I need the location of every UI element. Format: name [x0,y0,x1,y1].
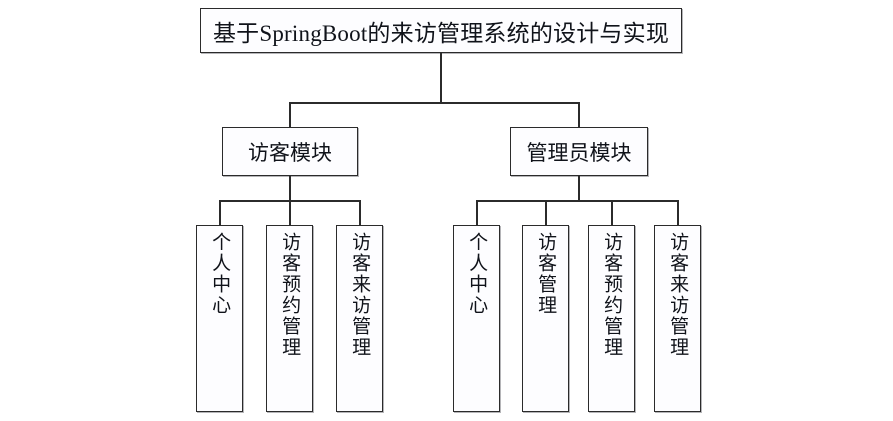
leaf-node-admin-personal-center-label: 个人中心 [466,232,488,316]
leaf-node-admin-visitor-management[interactable]: 访客管理 [522,225,569,412]
leaf-node-visitor-personal-center[interactable]: 个人中心 [196,225,243,412]
connector-visitor-leaf-1 [219,200,221,225]
connector-visitor-leaf-3 [359,200,361,225]
leaf-node-admin-visit-management[interactable]: 访客来访管理 [654,225,701,412]
connector-admin-leaf-bus [476,200,678,202]
leaf-node-admin-appointment-management[interactable]: 访客预约管理 [588,225,635,412]
connector-admin-leaf-1 [476,200,478,225]
connector-visitor-leaf-2 [289,200,291,225]
module-node-admin[interactable]: 管理员模块 [510,127,648,176]
connector-to-visitor-module [289,102,291,127]
module-node-admin-label: 管理员模块 [526,140,632,165]
connector-admin-leaf-3 [611,200,613,225]
connector-admin-leaf-4 [677,200,679,225]
leaf-node-admin-visitor-management-label: 访客管理 [535,232,557,316]
leaf-node-admin-appointment-management-label: 访客预约管理 [601,232,623,358]
connector-admin-module-drop [578,176,580,201]
connector-level1-bus [289,102,579,104]
leaf-node-visitor-appointment-management-label: 访客预约管理 [279,232,301,358]
connector-visitor-module-drop [289,176,291,201]
leaf-node-visitor-personal-center-label: 个人中心 [209,232,231,316]
leaf-node-admin-visit-management-label: 访客来访管理 [667,232,689,358]
leaf-node-visitor-appointment-management[interactable]: 访客预约管理 [266,225,313,412]
leaf-node-visitor-visit-management-label: 访客来访管理 [349,232,371,358]
module-node-visitor-label: 访客模块 [248,140,332,165]
leaf-node-visitor-visit-management[interactable]: 访客来访管理 [336,225,383,412]
connector-to-admin-module [578,102,580,127]
root-node-label: 基于SpringBoot的来访管理系统的设计与实现 [212,20,670,46]
connector-admin-leaf-2 [545,200,547,225]
connector-root-drop [440,53,442,103]
module-node-visitor[interactable]: 访客模块 [222,127,358,176]
root-node-system-title[interactable]: 基于SpringBoot的来访管理系统的设计与实现 [200,8,682,53]
leaf-node-admin-personal-center[interactable]: 个人中心 [453,225,500,412]
